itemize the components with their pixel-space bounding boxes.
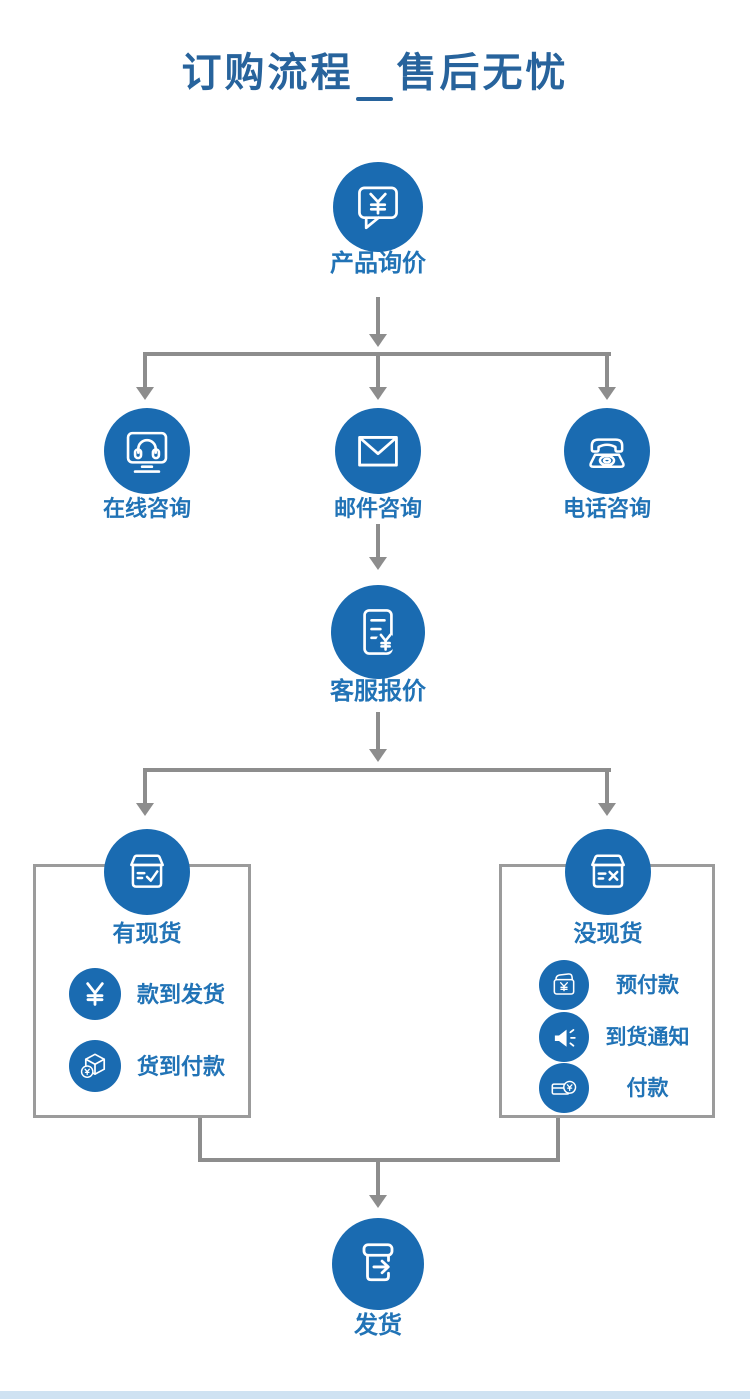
phone-consult-label: 电话咨询 [562,496,651,521]
online-consult-node [104,408,190,494]
arrowhead-email-quote [369,557,387,570]
ship-label: 发货 [354,1312,402,1339]
service-quote-label: 客服报价 [330,678,426,705]
in-stock-node [104,829,190,915]
invoice-yen-icon [363,609,396,655]
product-inquiry-label: 产品询价 [330,250,426,277]
payment-item [539,1063,589,1113]
arrowhead-online [136,387,154,400]
arrowhead-email [369,387,387,400]
connector-instock-merge [198,1118,202,1160]
online-consult-label: 在线咨询 [102,496,191,521]
email-consult-label: 邮件咨询 [333,496,422,521]
wallet-yen-icon [553,973,575,995]
advance-payment-label: 预付款 [616,974,679,997]
connector-drop-phone [605,352,609,388]
in-stock-label: 有现货 [112,920,182,946]
connector-drop-email [376,352,380,388]
cash-on-delivery-label: 货到付款 [136,1054,225,1079]
phone-consult-node [564,408,650,494]
telephone-icon [589,438,625,468]
box-check-icon [130,854,164,888]
advance-payment-item [539,960,589,1010]
connector-email-quote [376,524,380,558]
connector-outstock-merge [556,1118,560,1160]
cash-on-delivery-item [69,1040,121,1092]
envelope-icon [358,436,398,467]
arrival-notice-label: 到货通知 [605,1026,690,1049]
product-inquiry-node [333,162,423,252]
out-of-stock-label: 没现货 [573,920,643,946]
box-arrow-icon [362,1243,394,1282]
arrowhead-quote-down [369,749,387,762]
connector-quote-down [376,712,380,750]
cube-coin-icon [80,1053,106,1079]
arrowhead-outstock [598,803,616,816]
connector-drop-online [143,352,147,388]
page-title: 订购流程 售后无忧 [181,51,569,95]
pay-then-ship-item [69,968,121,1020]
pay-then-ship-label: 款到发货 [136,982,225,1007]
out-of-stock-group-box [499,864,715,1118]
monitor-headset-icon [126,431,168,473]
connector-drop-instock [143,768,147,804]
bottom-strip [0,1391,750,1399]
title-underline [356,97,393,101]
connector-merge [198,1158,560,1162]
email-consult-node [335,408,421,494]
arrowhead-instock [136,803,154,816]
ship-node [332,1218,424,1310]
out-of-stock-node [565,829,651,915]
connector-drop-outstock [605,768,609,804]
arrival-notice-item [539,1012,589,1062]
connector-inquiry-down [376,297,380,335]
connector-split2 [143,768,611,772]
chat-yen-icon [358,186,398,230]
arrowhead-phone [598,387,616,400]
arrowhead-ship [369,1195,387,1208]
yen-coin-icon [86,982,104,1006]
box-x-icon [591,854,625,888]
card-coin-icon [551,1080,577,1095]
loudspeaker-icon [554,1028,576,1047]
service-quote-node [331,585,425,679]
connector-merge-ship [376,1162,380,1196]
arrowhead-inquiry-down [369,334,387,347]
payment-label: 付款 [626,1077,669,1100]
